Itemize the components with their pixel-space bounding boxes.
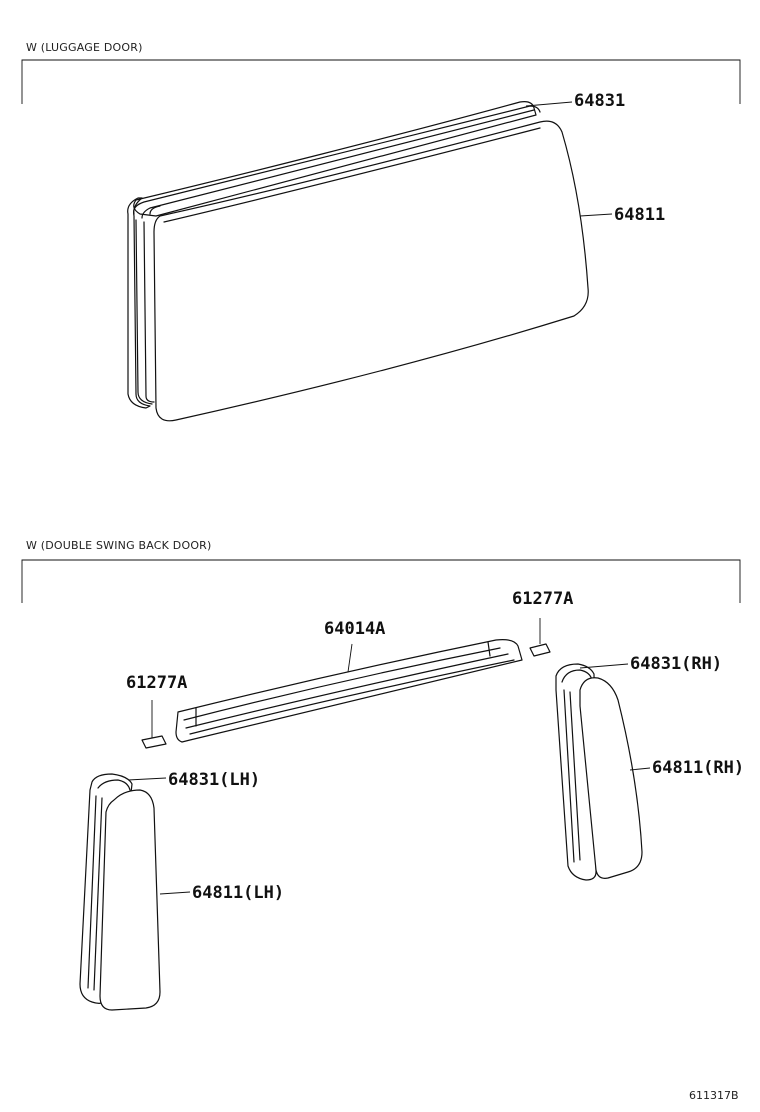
leader-64831-rh [579, 663, 629, 669]
leader-64811 [579, 213, 613, 217]
callout-clip-left[interactable]: 61277A [126, 673, 188, 693]
double-swing-section-frame [21, 559, 741, 603]
callout-moulding[interactable]: 64014A [324, 619, 386, 639]
weatherstrip-rh-shape [555, 663, 597, 881]
callout-clip-right[interactable]: 61277A [512, 589, 574, 609]
luggage-section-title: W (LUGGAGE DOOR) [26, 41, 143, 54]
luggage-glass-edge [163, 127, 541, 223]
luggage-glass-shape [153, 120, 589, 422]
glass-rh-shape [579, 677, 643, 879]
diagram-id: 611317B [689, 1089, 739, 1102]
callout-glass-lh[interactable]: 64811(LH) [192, 883, 285, 903]
moulding-shape [175, 639, 523, 743]
callout-glass-rh[interactable]: 64811(RH) [652, 758, 745, 778]
clip-right-shape [529, 643, 551, 657]
leader-64831 [525, 101, 573, 107]
glass-lh-shape [99, 789, 161, 1011]
callout-weatherstrip-lh[interactable]: 64831(LH) [168, 770, 261, 790]
leader-64831-lh [127, 777, 167, 781]
luggage-section-frame [21, 59, 741, 104]
luggage-weatherstrip-shape [127, 101, 541, 409]
callout-luggage-weatherstrip[interactable]: 64831 [574, 91, 626, 111]
callout-luggage-glass[interactable]: 64811 [614, 205, 666, 225]
leader-64811-rh [629, 767, 651, 771]
double-swing-section-title: W (DOUBLE SWING BACK DOOR) [26, 539, 212, 552]
leader-64811-lh [159, 891, 191, 895]
clip-left-shape [141, 735, 167, 749]
callout-weatherstrip-rh[interactable]: 64831(RH) [630, 654, 723, 674]
leader-64014A [347, 643, 353, 673]
